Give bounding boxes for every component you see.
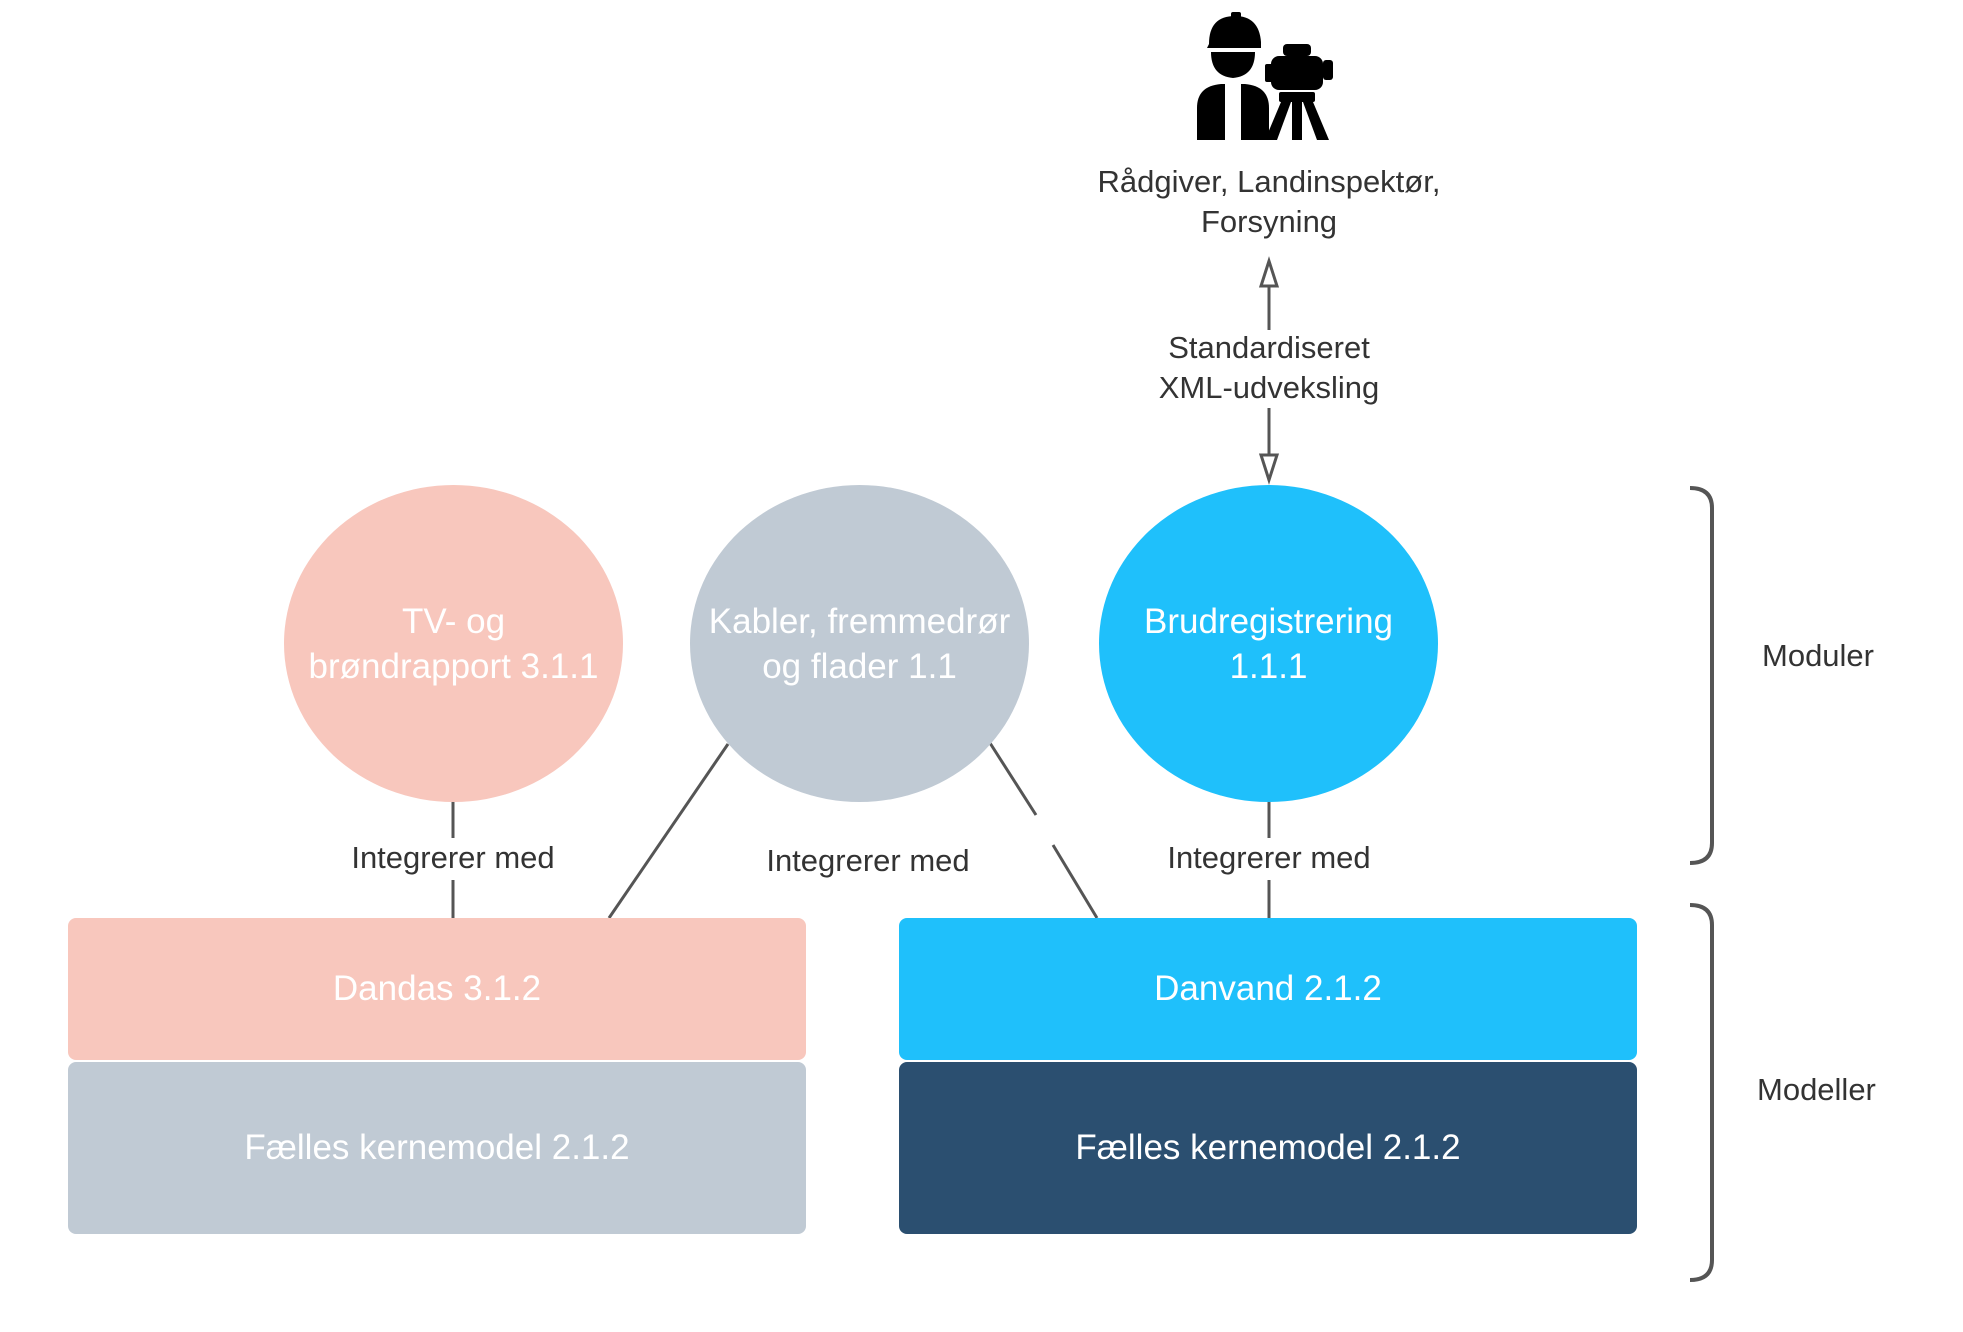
module-brudregistrering-label: Brudregistrering 1.1.1 xyxy=(1144,601,1393,686)
xml-exchange-label: Standardiseret XML-udveksling xyxy=(1158,330,1380,405)
integration-label-middle: Integrerer med xyxy=(766,843,970,878)
model-faelles-kernemodel-left: Fælles kernemodel 2.1.2 xyxy=(68,1062,806,1234)
module-tv-brondrapport-label: TV- og brøndrapport 3.1.1 xyxy=(308,601,599,686)
moduler-bracket xyxy=(1689,486,1714,865)
xml-exchange-arrow xyxy=(1258,256,1280,485)
integration-label-left: Integrerer med xyxy=(351,840,555,875)
integration-label-right: Integrerer med xyxy=(1167,840,1371,875)
module-kabler-fremmedror: Kabler, fremmedrør og flader 1.1 xyxy=(690,485,1029,802)
connector-kabler-danvand xyxy=(988,742,1099,919)
module-kabler-fremmedror-label: Kabler, fremmedrør og flader 1.1 xyxy=(708,601,1011,686)
module-tv-brondrapport: TV- og brøndrapport 3.1.1 xyxy=(284,485,623,802)
moduler-label: Moduler xyxy=(1762,638,1874,673)
actor-label: Rådgiver, Landinspektør, Forsyning xyxy=(1097,164,1441,239)
connector-kabler-dandas xyxy=(607,743,730,919)
model-dandas: Dandas 3.1.2 xyxy=(68,918,806,1060)
modeller-bracket xyxy=(1689,903,1714,1282)
module-brudregistrering: Brudregistrering 1.1.1 xyxy=(1099,485,1438,802)
model-faelles-kernemodel-right-label: Fælles kernemodel 2.1.2 xyxy=(1075,1128,1461,1167)
model-danvand-label: Danvand 2.1.2 xyxy=(1154,969,1382,1008)
modeller-label: Modeller xyxy=(1757,1072,1876,1107)
surveyor-icon xyxy=(1197,12,1333,140)
model-danvand: Danvand 2.1.2 xyxy=(899,918,1637,1060)
model-faelles-kernemodel-right: Fælles kernemodel 2.1.2 xyxy=(899,1062,1637,1234)
model-faelles-kernemodel-left-label: Fælles kernemodel 2.1.2 xyxy=(244,1128,630,1167)
model-dandas-label: Dandas 3.1.2 xyxy=(332,969,542,1008)
